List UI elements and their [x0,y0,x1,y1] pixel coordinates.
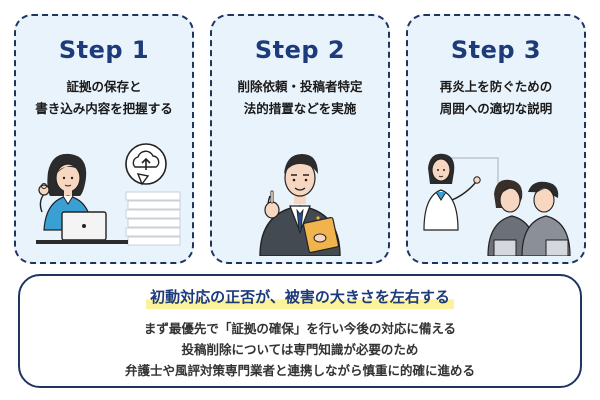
summary-line: 弁護士や風評対策専門業者と連携しながら慎重に的確に進める [124,363,475,378]
presentation-illustration [423,153,571,256]
summary-line: まず最優先で「証拠の確保」を行い今後の対応に備える [143,321,457,336]
step-title: Step 1 [58,36,150,64]
summary-line: 投稿削除については専門知識が必要のため [181,342,419,357]
document-folder-icon [302,216,340,254]
laptop-icon [36,211,128,244]
step-description: 削除依頼・投稿者特定 法的措置などを実施 [216,76,384,120]
step-card-3: Step 3 再炎上を防ぐための 周囲への適切な説明 [406,14,586,264]
summary-body: まず最優先で「証拠の確保」を行い今後の対応に備える 投稿削除については専門知識が… [20,318,580,381]
step-title: Step 3 [450,36,542,64]
step-title: Step 2 [254,36,346,64]
summary-headline: 初動対応の正否が、被害の大きさを左右する [146,286,454,309]
step-description: 再炎上を防ぐための 周囲への適切な説明 [412,76,580,120]
whiteboard-icon [450,157,499,194]
document-stack-icon [125,191,181,246]
step-description-line: 再炎上を防ぐための [439,79,553,94]
step-description: 証拠の保存と 書き込み内容を把握する [20,76,188,120]
step-card-1: Step 1 証拠の保存と 書き込み内容を把握する [14,14,194,264]
summary-box: 初動対応の正否が、被害の大きさを左右する まず最優先で「証拠の確保」を行い今後の… [18,274,582,388]
step-description-line: 証拠の保存と [66,79,142,94]
businessman-illustration [259,154,341,256]
step-card-2: Step 2 削除依頼・投稿者特定 法的措置などを実施 [210,14,390,264]
step-description-line: 書き込み内容を把握する [35,101,173,116]
step-description-line: 周囲への適切な説明 [439,101,553,116]
person-laptop-illustration [36,143,181,246]
step-description-line: 法的措置などを実施 [243,101,357,116]
cloud-upload-icon [125,143,167,186]
audience-member-icon [521,181,571,256]
presenter-icon [423,153,481,231]
step-description-line: 削除依頼・投稿者特定 [237,79,363,94]
